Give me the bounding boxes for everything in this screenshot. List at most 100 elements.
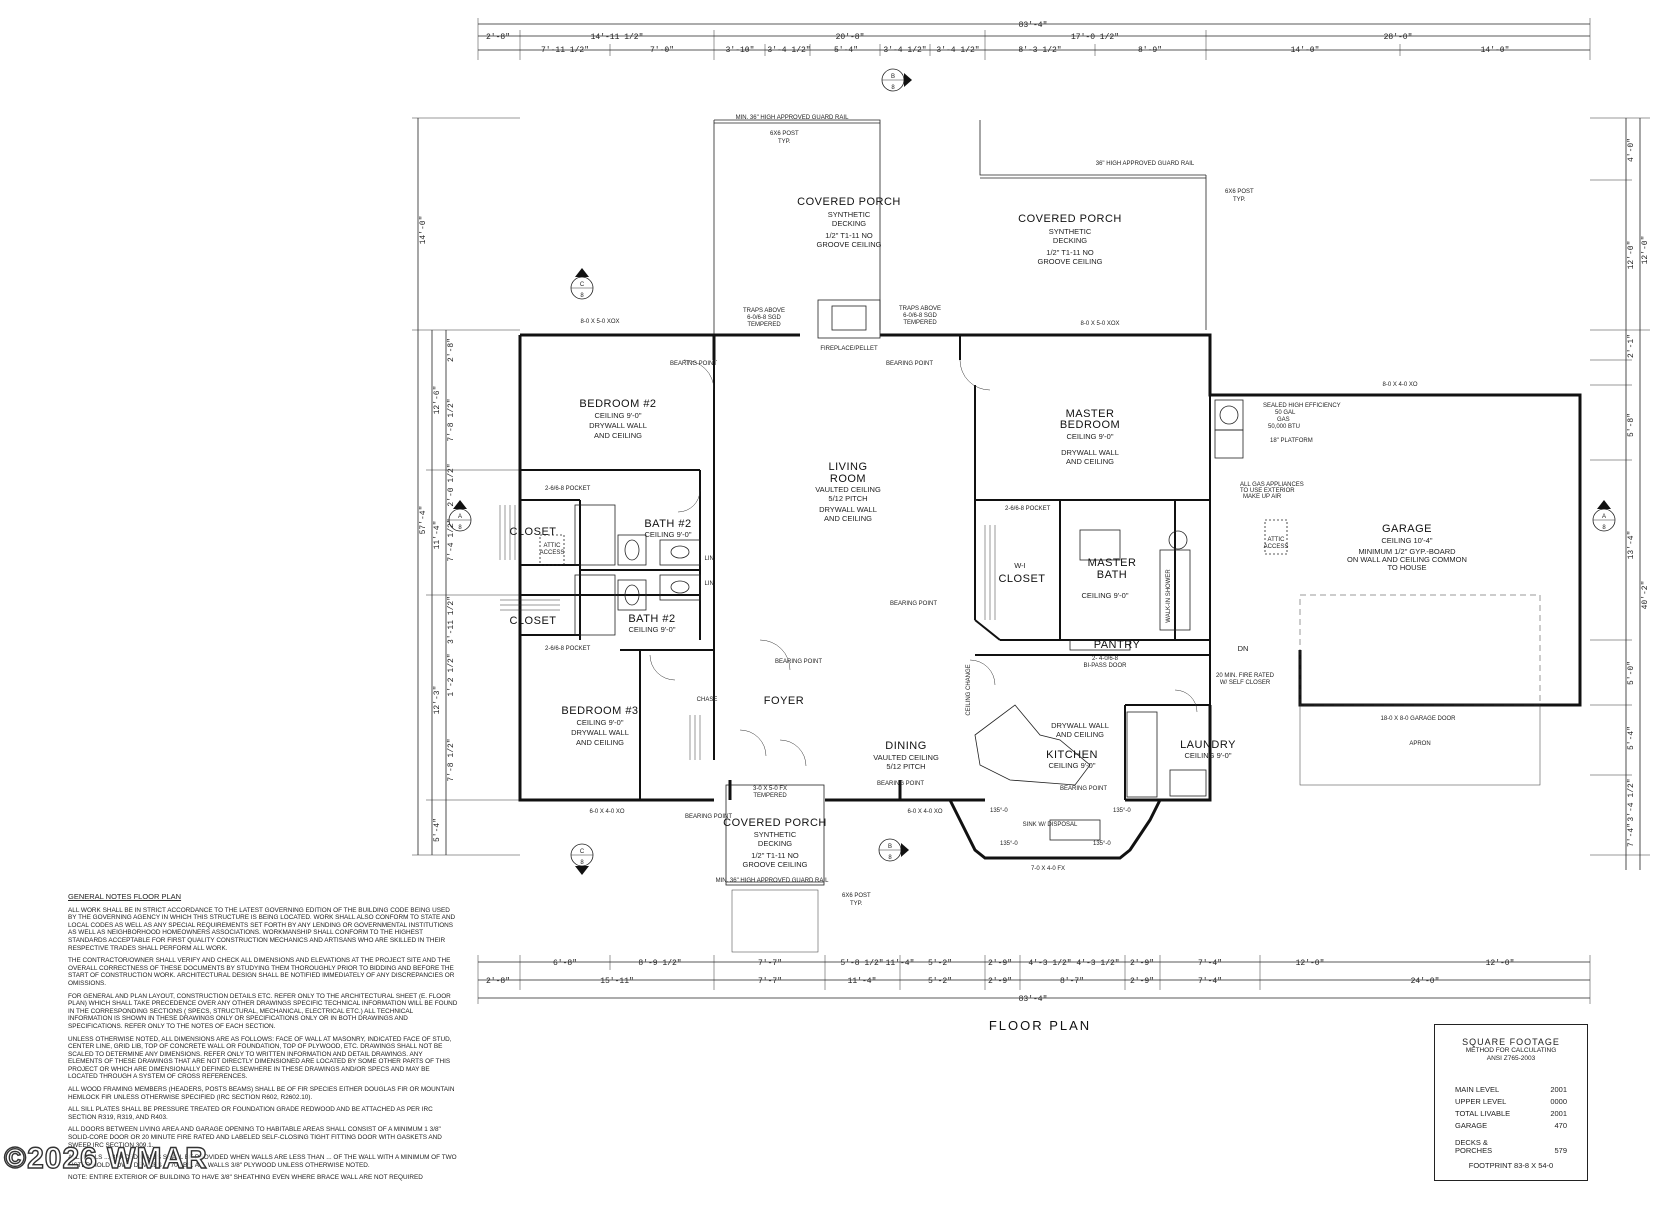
dim-bottom-inner-11: 7'-4" xyxy=(1198,959,1222,968)
room-bath-2-lower: BATH #2 CEILING 9'-0" xyxy=(628,613,676,634)
gas-appliances-line3: MAKE UP AIR xyxy=(1243,494,1282,500)
general-note-8: ALL WALLS ... BRACED WALLS SHALL BE PROV… xyxy=(68,1154,457,1169)
dim-bottom-outer-6: 2'-9" xyxy=(988,977,1012,986)
post-label-north: 6X6 POST xyxy=(770,131,799,137)
svg-text:CLOSET: CLOSET xyxy=(998,573,1045,585)
room-bath-2-upper: BATH #2 CEILING 9'-0" xyxy=(644,518,692,539)
room-master-bath: MASTER BATH CEILING 9'-0" xyxy=(1081,557,1135,600)
annotations: MIN. 36" HIGH APPROVED GUARD RAIL 36" HI… xyxy=(540,115,1457,907)
angle-label-3: 135°-0 xyxy=(1000,841,1018,847)
dim-left-mid-3: 12'-3" xyxy=(433,686,442,715)
dim-left-inner-4: 7'-4 1/2" xyxy=(447,518,456,561)
sqft-title: SQUARE FOOTAGE xyxy=(1462,1037,1560,1047)
svg-text:BATH #2: BATH #2 xyxy=(644,518,691,530)
section-b-top-sheet: 8 xyxy=(891,85,895,91)
fixtures xyxy=(499,299,1541,841)
fire-door-label: 20 MIN. FIRE RATED xyxy=(1216,673,1275,679)
water-heater-line1: SEALED HIGH EFFICIENCY xyxy=(1263,403,1341,409)
room-closet-2: CLOSET xyxy=(509,615,556,627)
room-kitchen: DRYWALL WALL AND CEILING KITCHEN CEILING… xyxy=(1046,721,1109,770)
ceiling-change-label: CEILING CHANGE xyxy=(966,664,972,715)
closet-attic-access: ACCESS xyxy=(540,550,565,556)
section-c-top-sheet: 8 xyxy=(580,293,584,299)
dim-bottom-overall: 83'-4" xyxy=(1019,995,1048,1004)
dim-left-inner-2: 7'-8 1/2" xyxy=(447,398,456,441)
general-note-7: ALL DOORS BETWEEN LIVING AREA AND GARAGE… xyxy=(68,1126,442,1149)
room-covered-porch-north: COVERED PORCH SYNTHETIC DECKING 1/2" T1-… xyxy=(797,196,901,249)
garage-door-label: 18-0 X 8-0 GARAGE DOOR xyxy=(1380,716,1456,722)
room-pantry: PANTRY xyxy=(1094,639,1141,651)
dim-bottom-inner-4: 5'-8 1/2" xyxy=(840,959,883,968)
bearing-point-4: BEARING POINT xyxy=(775,659,822,665)
pocket-door-2: 2-6/6-8 POCKET xyxy=(545,646,591,652)
room-walk-in-closet: W-I CLOSET xyxy=(998,561,1045,585)
svg-text:AND CEILING: AND CEILING xyxy=(576,738,624,747)
dim-bottom-inner-6: 5'-2" xyxy=(928,959,952,968)
fireplace-label: FIREPLACE/PELLET xyxy=(820,346,878,352)
section-marker-a-left: A 8 xyxy=(448,500,472,532)
svg-text:CEILING 9'-0": CEILING 9'-0" xyxy=(1048,761,1095,770)
platform-label: 18" PLATFORM xyxy=(1270,438,1313,444)
svg-text:CEILING 9'-0": CEILING 9'-0" xyxy=(1184,751,1231,760)
svg-text:ON WALL AND CEILING COMMON: ON WALL AND CEILING COMMON xyxy=(1347,555,1467,564)
general-note-6: ALL SILL PLATES SHALL BE PRESSURE TREATE… xyxy=(68,1106,433,1121)
post-label-north-typ: TYP. xyxy=(778,139,791,145)
dim-bottom-outer-3: 7'-7" xyxy=(758,977,782,986)
dim-bottom-outer-7: 8'-7" xyxy=(1060,977,1084,986)
dim-bottom-outer-8: 2'-9" xyxy=(1130,977,1154,986)
svg-text:MASTER: MASTER xyxy=(1066,408,1115,420)
dim-left-inner-3: 2'-0 1/2" xyxy=(447,463,456,506)
dim-left-inner-5: 3'-11 1/2" xyxy=(447,596,456,644)
dim-top-inner-5: 5'-4" xyxy=(834,46,858,55)
svg-text:LAUNDRY: LAUNDRY xyxy=(1180,739,1236,751)
dim-bottom-inner-5: 11'-4" xyxy=(886,959,915,968)
svg-text:DINING: DINING xyxy=(885,740,927,752)
dim-bottom-inner-2: 8'-9 1/2" xyxy=(638,959,681,968)
bearing-point-2: BEARING POINT xyxy=(886,361,933,367)
garage-attic-label: ATTIC xyxy=(1268,537,1286,543)
dim-top-inner-11: 14'-0" xyxy=(1481,46,1510,55)
pocket-door-1: 2-6/6-8 POCKET xyxy=(545,486,591,492)
front-door-tempered: TEMPERED xyxy=(753,793,787,799)
stair-down-label: DN xyxy=(1238,644,1249,653)
window-bedroom3: 6-0 X 4-0 XO xyxy=(589,809,624,815)
dim-left-outer-1: 14'-0" xyxy=(419,216,428,245)
dim-top-inner-3: 3'-10" xyxy=(726,46,755,55)
dim-bottom-inner-12: 12'-0" xyxy=(1296,959,1325,968)
water-heater-line2: 50 GAL xyxy=(1275,410,1296,416)
svg-text:KITCHEN: KITCHEN xyxy=(1046,749,1098,761)
linen-closet-1: LIN. xyxy=(704,556,715,562)
svg-text:W-I: W-I xyxy=(1014,561,1026,570)
dim-bottom-outer-5: 5'-2" xyxy=(928,977,952,986)
gas-appliances-line1: ALL GAS APPLIANCES xyxy=(1240,482,1304,488)
dim-top-overall: 83'-4" xyxy=(1019,21,1048,30)
room-laundry: LAUNDRY CEILING 9'-0" xyxy=(1180,739,1236,760)
svg-text:DRYWALL WALL: DRYWALL WALL xyxy=(589,421,647,430)
angle-label-1: 135°-0 xyxy=(990,808,1008,814)
svg-text:SYNTHETIC: SYNTHETIC xyxy=(754,830,797,839)
svg-text:CEILING 9'-0": CEILING 9'-0" xyxy=(1066,432,1113,441)
svg-text:CEILING 9'-0": CEILING 9'-0" xyxy=(594,411,641,420)
dim-top-inner-8: 8'-3 1/2" xyxy=(1018,46,1061,55)
section-marker-b-bottom: B 8 xyxy=(878,838,909,862)
svg-text:SYNTHETIC: SYNTHETIC xyxy=(828,210,871,219)
dim-right-mid-1: 4'-0" xyxy=(1627,138,1636,162)
section-c-bottom-letter: C xyxy=(580,849,585,855)
section-b-bottom-letter: B xyxy=(888,844,892,850)
svg-text:COVERED PORCH: COVERED PORCH xyxy=(797,196,901,208)
dim-bottom-inner-1: 6'-8" xyxy=(553,959,577,968)
dim-bottom-inner-9: 4'-3 1/2" xyxy=(1076,959,1119,968)
traps-left: TRAPS ABOVE xyxy=(743,308,785,314)
bearing-point-6: BEARING POINT xyxy=(877,781,924,787)
general-note-1: ALL WORK SHALL BE IN STRICT ACCORDANCE T… xyxy=(68,906,456,952)
dim-right-mid-2: 12'-0" xyxy=(1627,241,1636,270)
section-a-right-sheet: 8 xyxy=(1602,525,1606,531)
post-label-front: 6X6 POST xyxy=(842,893,871,899)
section-marker-c-top: C 8 xyxy=(570,268,594,300)
svg-text:AND CEILING: AND CEILING xyxy=(1066,457,1114,466)
dim-right-mid-3: 2'-1" xyxy=(1627,334,1636,358)
room-master-bedroom: MASTER BEDROOM CEILING 9'-0" DRYWALL WAL… xyxy=(1060,408,1120,466)
svg-text:BEDROOM: BEDROOM xyxy=(1060,419,1120,431)
svg-text:DECKING: DECKING xyxy=(832,219,866,228)
